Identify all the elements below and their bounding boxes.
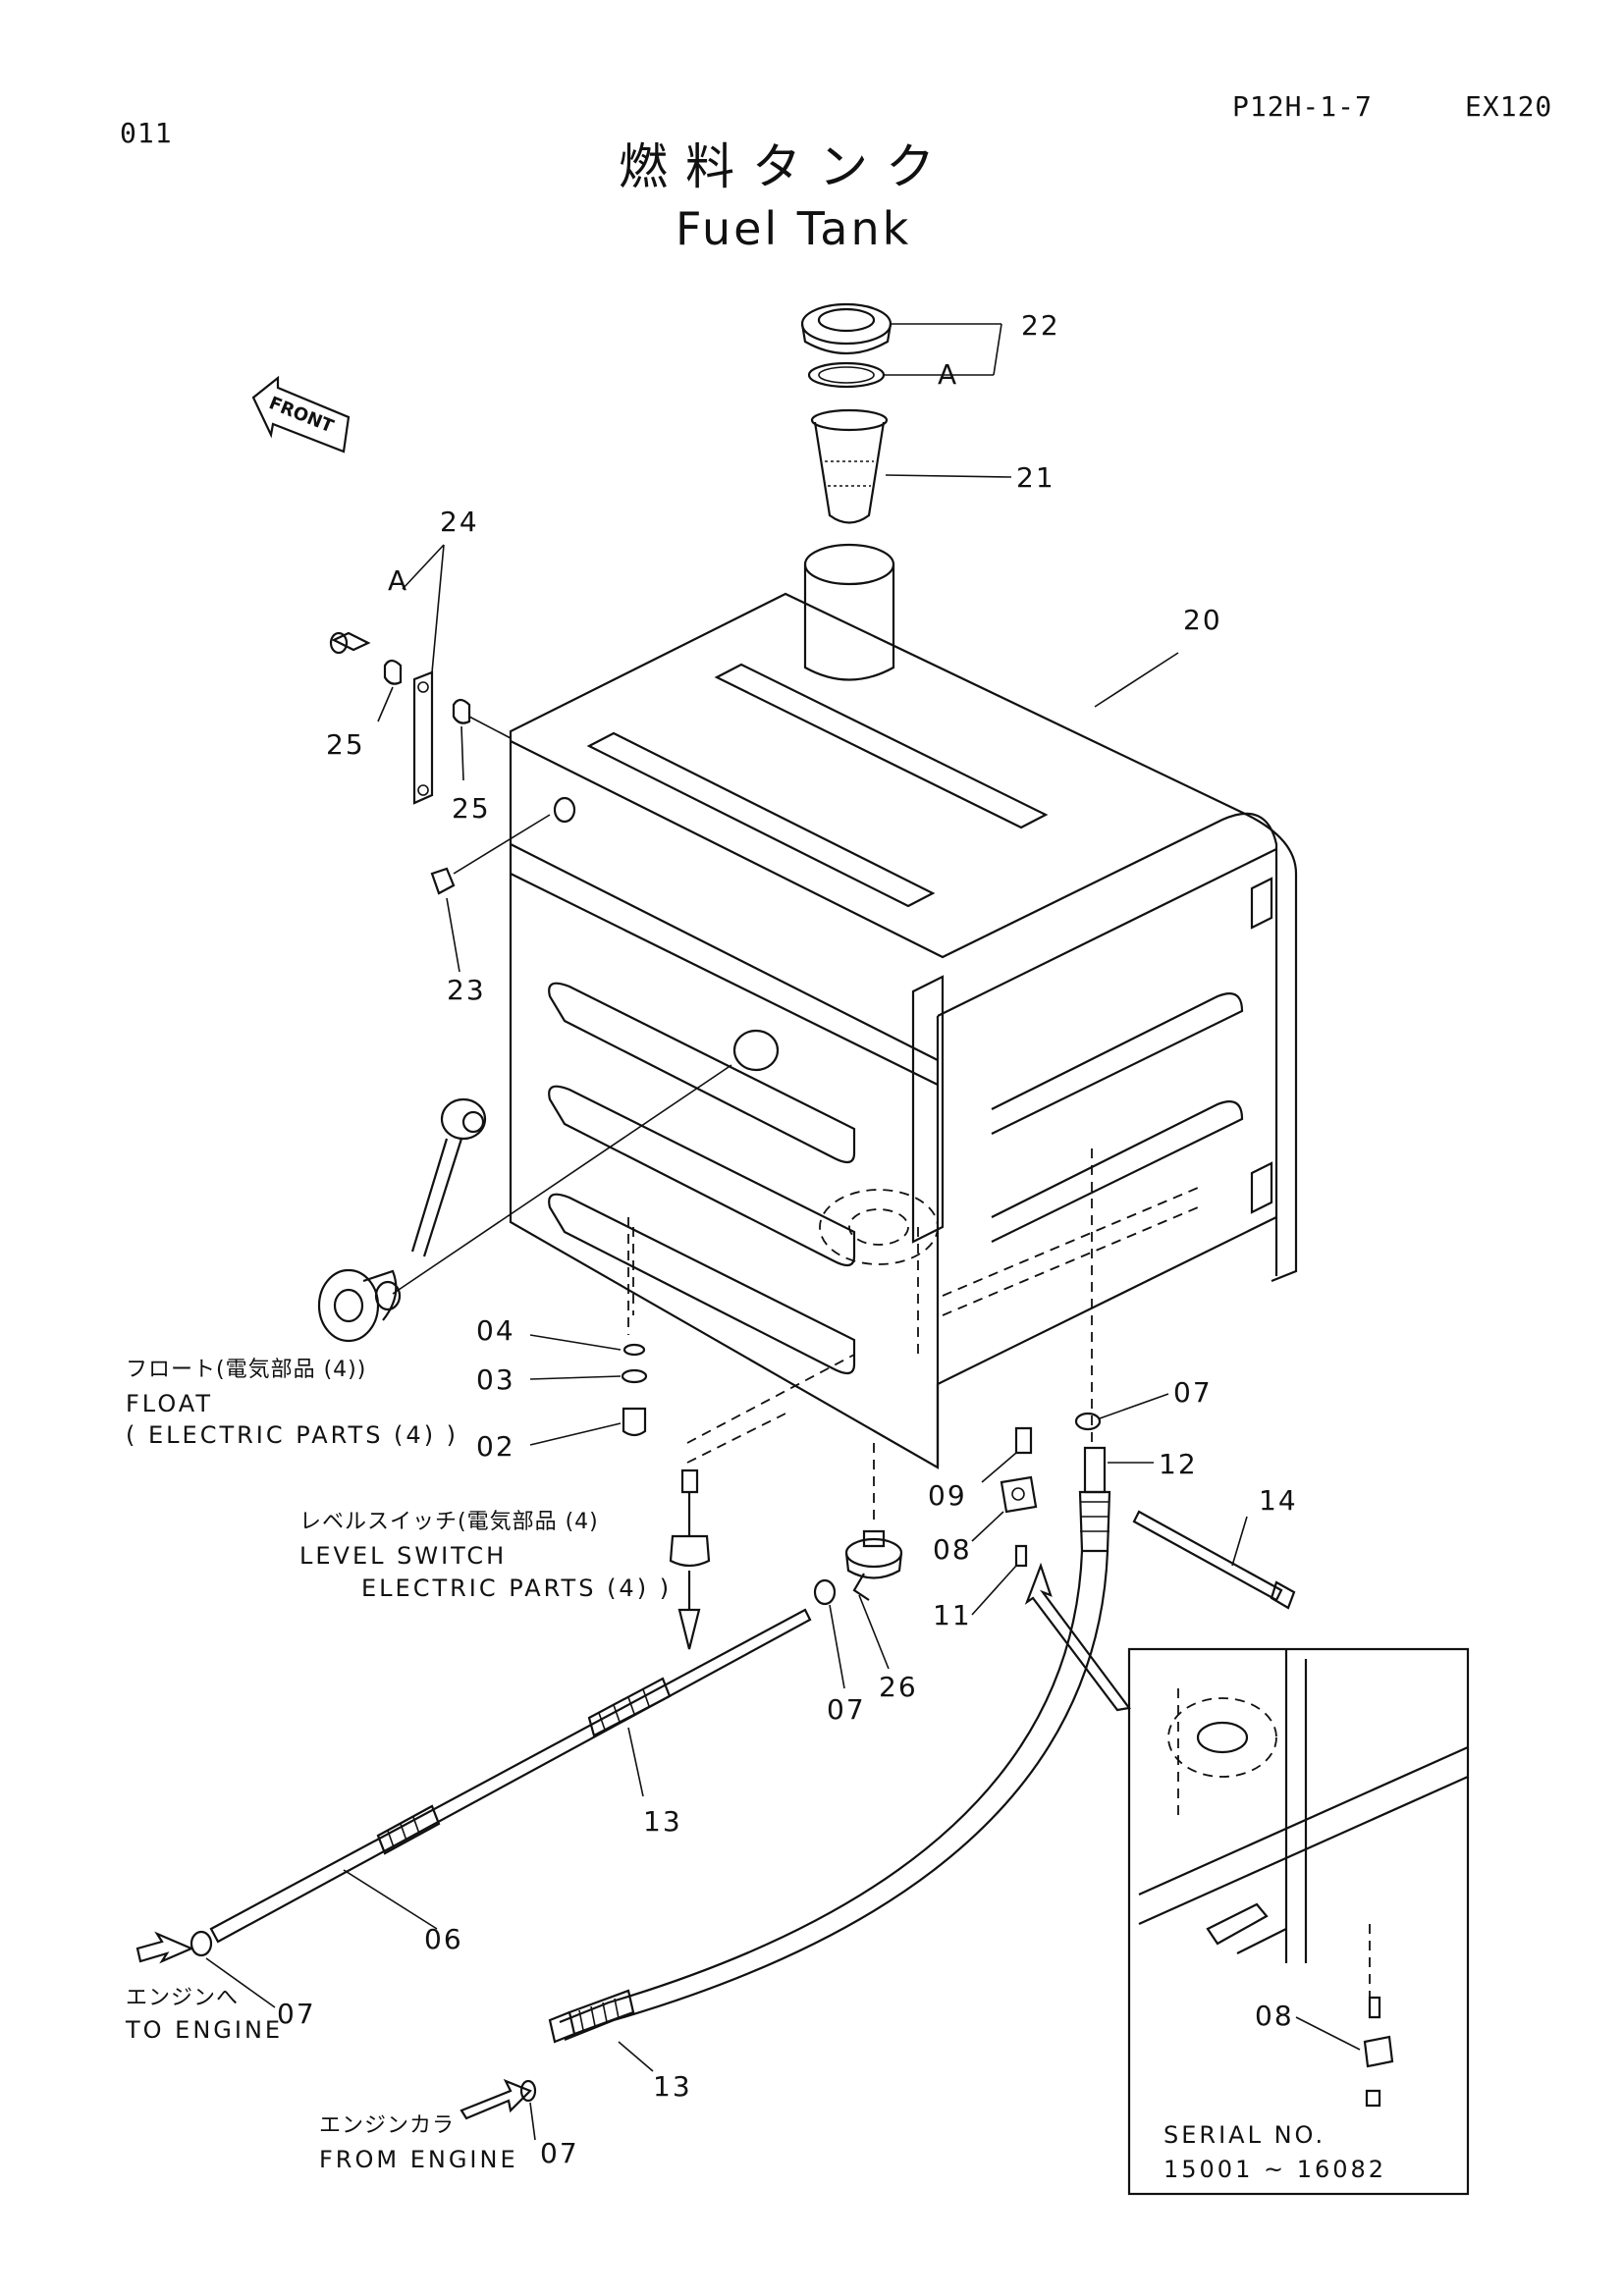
part-number: 20 [1183, 604, 1222, 636]
to-engine-arrow-icon [135, 1931, 194, 1964]
title-english: Fuel Tank [676, 202, 912, 255]
level-switch-icon [669, 1468, 711, 1650]
float-label-jp: フロート(電気部品 (4)) [126, 1358, 367, 1382]
part-number: 22 [1021, 309, 1060, 342]
float-icon [317, 1097, 487, 1343]
part-number: 07 [1173, 1376, 1213, 1409]
serial-label: SERIAL NO. [1163, 2121, 1326, 2149]
from-engine-label: FROM ENGINE [319, 2146, 518, 2173]
part-number: 14 [1259, 1484, 1298, 1517]
tank-body [509, 543, 1298, 1469]
part-number: 04 [476, 1314, 515, 1347]
fuel-cap-icon [800, 302, 893, 389]
part-number: 25 [452, 792, 491, 825]
page-code: 011 [120, 117, 173, 149]
part-letter: A [388, 564, 409, 597]
part-number: 13 [653, 2070, 692, 2103]
part-number: 03 [476, 1363, 515, 1396]
model-code: EX120 [1465, 90, 1553, 123]
front-arrow-icon [251, 375, 351, 454]
to-engine-label: TO ENGINE [126, 2016, 284, 2044]
title-japanese: 燃料タンク [619, 138, 952, 195]
from-engine-arrow-icon [460, 2078, 532, 2120]
part-number: 08 [933, 1533, 972, 1566]
part-number: 13 [643, 1805, 682, 1838]
drawing-ref: P12H-1-7 [1232, 90, 1373, 123]
float-parts-label: ( ELECTRIC PARTS (4) ) [126, 1421, 460, 1449]
part-number: 23 [447, 974, 486, 1006]
cable-tie-icon [1132, 1510, 1296, 1610]
part-number: 21 [1016, 461, 1055, 494]
strainer-icon [810, 408, 889, 524]
part-number: 07 [277, 1998, 316, 2030]
serial-range: 15001 ~ 16082 [1163, 2156, 1387, 2183]
part-number: 08 [1255, 2000, 1294, 2032]
part-number: 24 [440, 506, 479, 538]
drain-valve-icon [844, 1529, 903, 1601]
part-number: 12 [1159, 1448, 1198, 1480]
level-switch-parts-label: ELECTRIC PARTS (4) ) [361, 1575, 673, 1602]
level-switch-label: LEVEL SWITCH [299, 1542, 508, 1570]
part-number: 26 [879, 1671, 918, 1703]
part-number: 09 [928, 1479, 967, 1512]
part-number: 02 [476, 1430, 515, 1463]
part-number: 06 [424, 1923, 463, 1955]
float-label: FLOAT [126, 1390, 214, 1417]
bracket-icon [329, 631, 471, 805]
part-number: 07 [827, 1693, 866, 1726]
part-number: 07 [540, 2137, 579, 2169]
to-engine-label-jp: エンジンへ [126, 1986, 240, 2010]
serial-inset [1127, 1647, 1470, 2196]
from-engine-label-jp: エンジンカラ [319, 2113, 456, 2138]
level-switch-label-jp: レベルスイッチ(電気部品 (4) [299, 1510, 599, 1534]
part-number: 11 [933, 1599, 972, 1631]
part-letter: A [938, 358, 959, 391]
part-number: 25 [326, 728, 365, 761]
